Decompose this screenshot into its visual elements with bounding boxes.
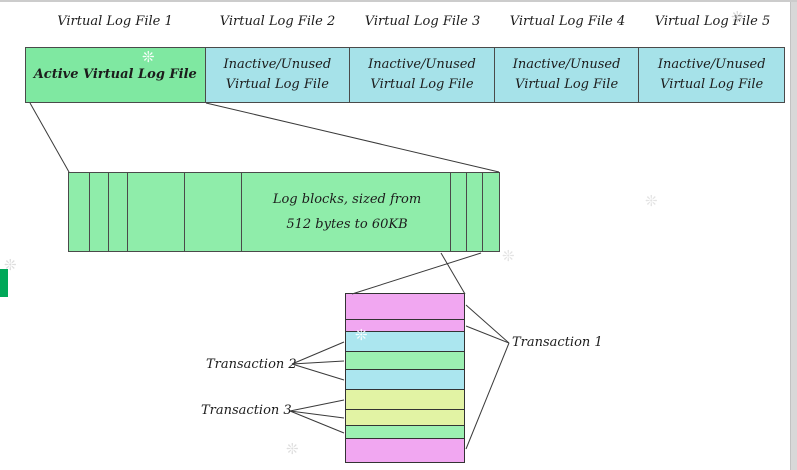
vlf-bar: Active Virtual Log File Inactive/Unused … — [25, 47, 785, 103]
log-record-block — [345, 351, 465, 370]
vlf-cell-label-line2: Virtual Log File — [370, 77, 474, 92]
vlf-label-2: Virtual Log File 2 — [219, 14, 336, 29]
window-right-edge — [790, 2, 797, 470]
vlf-cell-inactive-2: Inactive/Unused Virtual Log File — [205, 48, 351, 102]
vlf-cell-active-label: Active Virtual Log File — [33, 66, 197, 82]
log-block-divider — [184, 173, 185, 251]
sparkle-icon: ❊ — [286, 440, 299, 458]
sparkle-icon: ❊ — [142, 48, 155, 66]
vlf-cell-inactive-4: Inactive/Unused Virtual Log File — [494, 48, 640, 102]
vlf-cell-label-line2: Virtual Log File — [515, 77, 619, 92]
vlf-label-4: Virtual Log File 4 — [509, 14, 626, 29]
log-block-divider — [241, 173, 242, 251]
vlf-cell-label-line1: Inactive/Unused — [223, 56, 332, 72]
sparkle-icon: ❊ — [4, 256, 17, 274]
sparkle-icon: ❊ — [731, 8, 744, 26]
log-block-caption: Log blocks, sized from 512 bytes to 60KB — [245, 188, 449, 237]
log-record-block — [345, 425, 465, 439]
log-block-divider — [89, 173, 90, 251]
vlf-label-row: Virtual Log File 1 Virtual Log File 2 Vi… — [25, 14, 785, 29]
log-block-divider — [127, 173, 128, 251]
vlf-cell-label-line1: Inactive/Unused — [657, 56, 766, 72]
vlf-cell-label-line1: Inactive/Unused — [512, 56, 621, 72]
transaction-3-label: Transaction 3 — [201, 403, 292, 418]
log-block-divider — [108, 173, 109, 251]
vlf-label-3: Virtual Log File 3 — [364, 14, 481, 29]
sparkle-icon: ❊ — [645, 192, 658, 210]
vlf-cell-label-line2: Virtual Log File — [225, 77, 329, 92]
log-record-block — [345, 409, 465, 426]
log-block-divider — [450, 173, 451, 251]
vlf-label-1: Virtual Log File 1 — [57, 14, 173, 29]
vlf-cell-label-line2: Virtual Log File — [660, 77, 764, 92]
log-block-caption-line1: Log blocks, sized from — [272, 192, 422, 207]
log-record-stack — [345, 293, 465, 463]
vlf-cell-inactive-3: Inactive/Unused Virtual Log File — [350, 48, 495, 102]
log-record-block — [345, 389, 465, 410]
log-record-block — [345, 369, 465, 390]
sparkle-icon: ❊ — [502, 247, 515, 265]
log-record-block — [345, 293, 465, 320]
transaction-1-label: Transaction 1 — [512, 335, 603, 350]
log-block-caption-line2: 512 bytes to 60KB — [286, 216, 408, 232]
log-block-bar: Log blocks, sized from 512 bytes to 60KB — [68, 172, 500, 252]
log-record-block — [345, 438, 465, 463]
transaction-2-label: Transaction 2 — [206, 357, 297, 372]
vlf-cell-label-line1: Inactive/Unused — [368, 56, 476, 72]
vlf-cell-active: Active Virtual Log File — [26, 48, 206, 102]
sparkle-icon: ❊ — [355, 326, 368, 344]
log-block-divider — [482, 173, 483, 251]
vlf-cell-inactive-5: Inactive/Unused Virtual Log File — [639, 48, 785, 102]
log-block-divider — [466, 173, 467, 251]
left-green-strip — [0, 269, 8, 297]
vlf-label-5: Virtual Log File 5 — [654, 14, 771, 29]
